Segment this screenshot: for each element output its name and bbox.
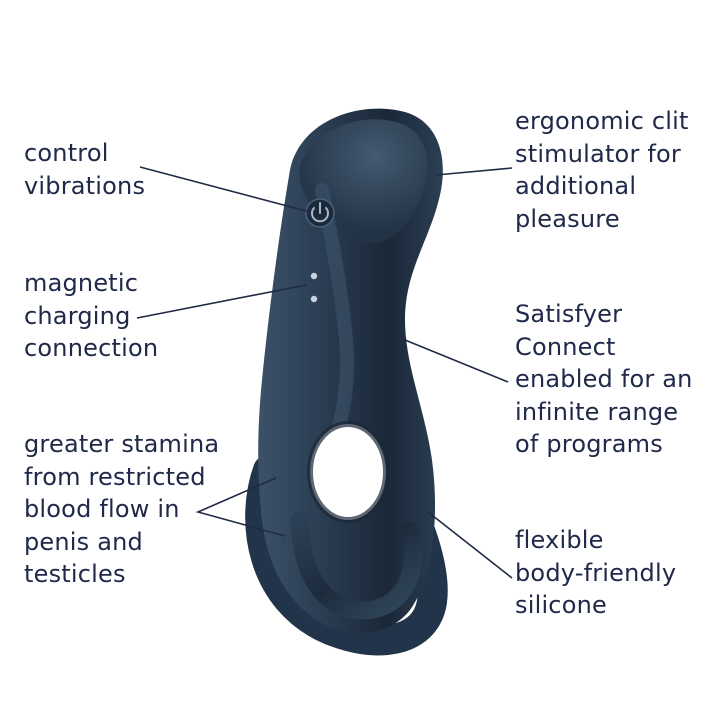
callout-magnetic-charging: magnetic charging connection: [24, 267, 158, 365]
callout-line: of programs: [515, 430, 663, 458]
callout-satisfyer-connect: Satisfyer Connect enabled for an infinit…: [515, 298, 693, 461]
callout-line: stimulator for: [515, 139, 681, 168]
device-stripe: [315, 183, 355, 437]
callout-clit-stimulator: ergonomic clit stimulator for additional…: [515, 105, 689, 235]
leader-flexible-silicone: [427, 511, 513, 579]
callout-line: enabled for an: [515, 365, 693, 393]
callout-line: additional: [515, 172, 637, 200]
callout-flexible-silicone: flexible body-friendly silicone: [515, 524, 676, 622]
leader-stamina: [195, 477, 286, 537]
leader-satisfyer-connect: [404, 339, 509, 383]
ring-hole: [310, 424, 386, 520]
callout-line: flexible: [515, 526, 604, 554]
callout-line: pleasure: [515, 204, 620, 233]
callout-greater-stamina: greater stamina from restricted blood fl…: [24, 428, 219, 591]
callout-line: from restricted: [24, 462, 206, 491]
leader-control-vibrations: [139, 166, 311, 213]
callout-control-vibrations: control vibrations: [24, 137, 145, 202]
callout-line: control: [24, 139, 109, 167]
leader-lines: [136, 166, 513, 579]
callout-line: magnetic: [24, 269, 139, 297]
power-icon: [305, 198, 335, 228]
callout-line: Satisfyer: [515, 300, 623, 328]
callout-line: testicles: [24, 560, 126, 588]
callout-line: penis and: [24, 527, 143, 556]
callout-line: vibrations: [24, 171, 146, 200]
callout-line: Connect: [515, 332, 616, 361]
callout-line: charging: [24, 301, 131, 330]
leader-magnetic-charging: [136, 284, 307, 319]
callout-line: infinite range: [515, 397, 679, 426]
callout-line: ergonomic clit: [515, 107, 689, 135]
callout-line: blood flow in: [24, 495, 180, 523]
charging-contacts-icon: [310, 272, 318, 303]
callout-line: greater stamina: [24, 430, 220, 458]
callout-line: connection: [24, 334, 159, 362]
callout-line: silicone: [515, 591, 607, 619]
leader-clit-stimulator: [435, 167, 513, 176]
ring-front-loop: [291, 511, 423, 620]
callout-line: body-friendly: [515, 558, 677, 587]
